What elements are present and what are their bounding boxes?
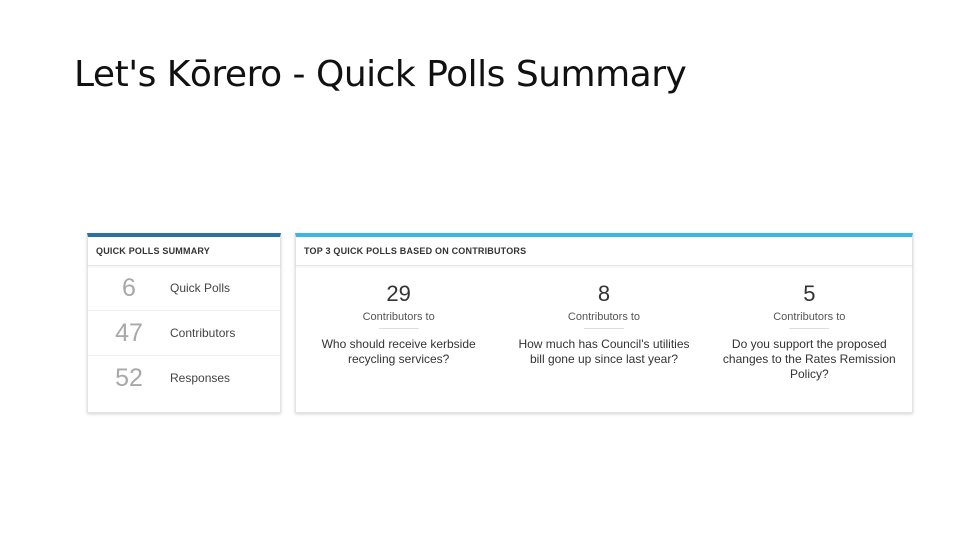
poll-contributor-count: 8 bbox=[597, 281, 611, 306]
summary-label: Responses bbox=[170, 371, 231, 385]
top-quick-polls-panel: TOP 3 QUICK POLLS BASED ON CONTRIBUTORS … bbox=[295, 233, 913, 413]
poll-divider bbox=[583, 328, 624, 329]
poll-card[interactable]: 8 Contributors to How much has Council's… bbox=[501, 266, 706, 412]
poll-contributors-caption: Contributors to bbox=[567, 311, 641, 323]
summary-label: Quick Polls bbox=[170, 281, 231, 295]
quick-polls-summary-panel: QUICK POLLS SUMMARY 6 Quick Polls 47 Con… bbox=[87, 233, 281, 413]
summary-panel-header: QUICK POLLS SUMMARY bbox=[88, 237, 280, 266]
summary-value: 6 bbox=[122, 273, 136, 302]
poll-contributor-count: 29 bbox=[386, 281, 411, 306]
summary-row-quick-polls: 6 Quick Polls bbox=[88, 266, 280, 311]
summary-label: Contributors bbox=[170, 326, 236, 340]
summary-row-responses: 52 Responses bbox=[88, 356, 280, 400]
slide-title: Let's Kōrero - Quick Polls Summary bbox=[74, 54, 687, 95]
poll-divider bbox=[378, 328, 419, 329]
top-polls-panel-header: TOP 3 QUICK POLLS BASED ON CONTRIBUTORS bbox=[296, 237, 912, 266]
poll-card[interactable]: 5 Contributors to Do you support the pro… bbox=[707, 266, 912, 412]
poll-divider bbox=[789, 328, 830, 329]
poll-contributors-caption: Contributors to bbox=[362, 311, 435, 323]
poll-contributors-caption: Contributors to bbox=[773, 311, 846, 323]
poll-card[interactable]: 29 Contributors to Who should receive ke… bbox=[296, 266, 501, 412]
poll-question: Do you support the proposed changes to t… bbox=[722, 337, 896, 381]
summary-value: 47 bbox=[115, 318, 143, 347]
poll-question: Who should receive kerbside recycling se… bbox=[321, 337, 476, 366]
summary-value: 52 bbox=[115, 363, 143, 392]
summary-row-contributors: 47 Contributors bbox=[88, 311, 280, 356]
poll-contributor-count: 5 bbox=[803, 281, 816, 306]
poll-question: How much has Council's utilities bill go… bbox=[518, 337, 690, 366]
top-polls-list: 29 Contributors to Who should receive ke… bbox=[296, 266, 912, 412]
